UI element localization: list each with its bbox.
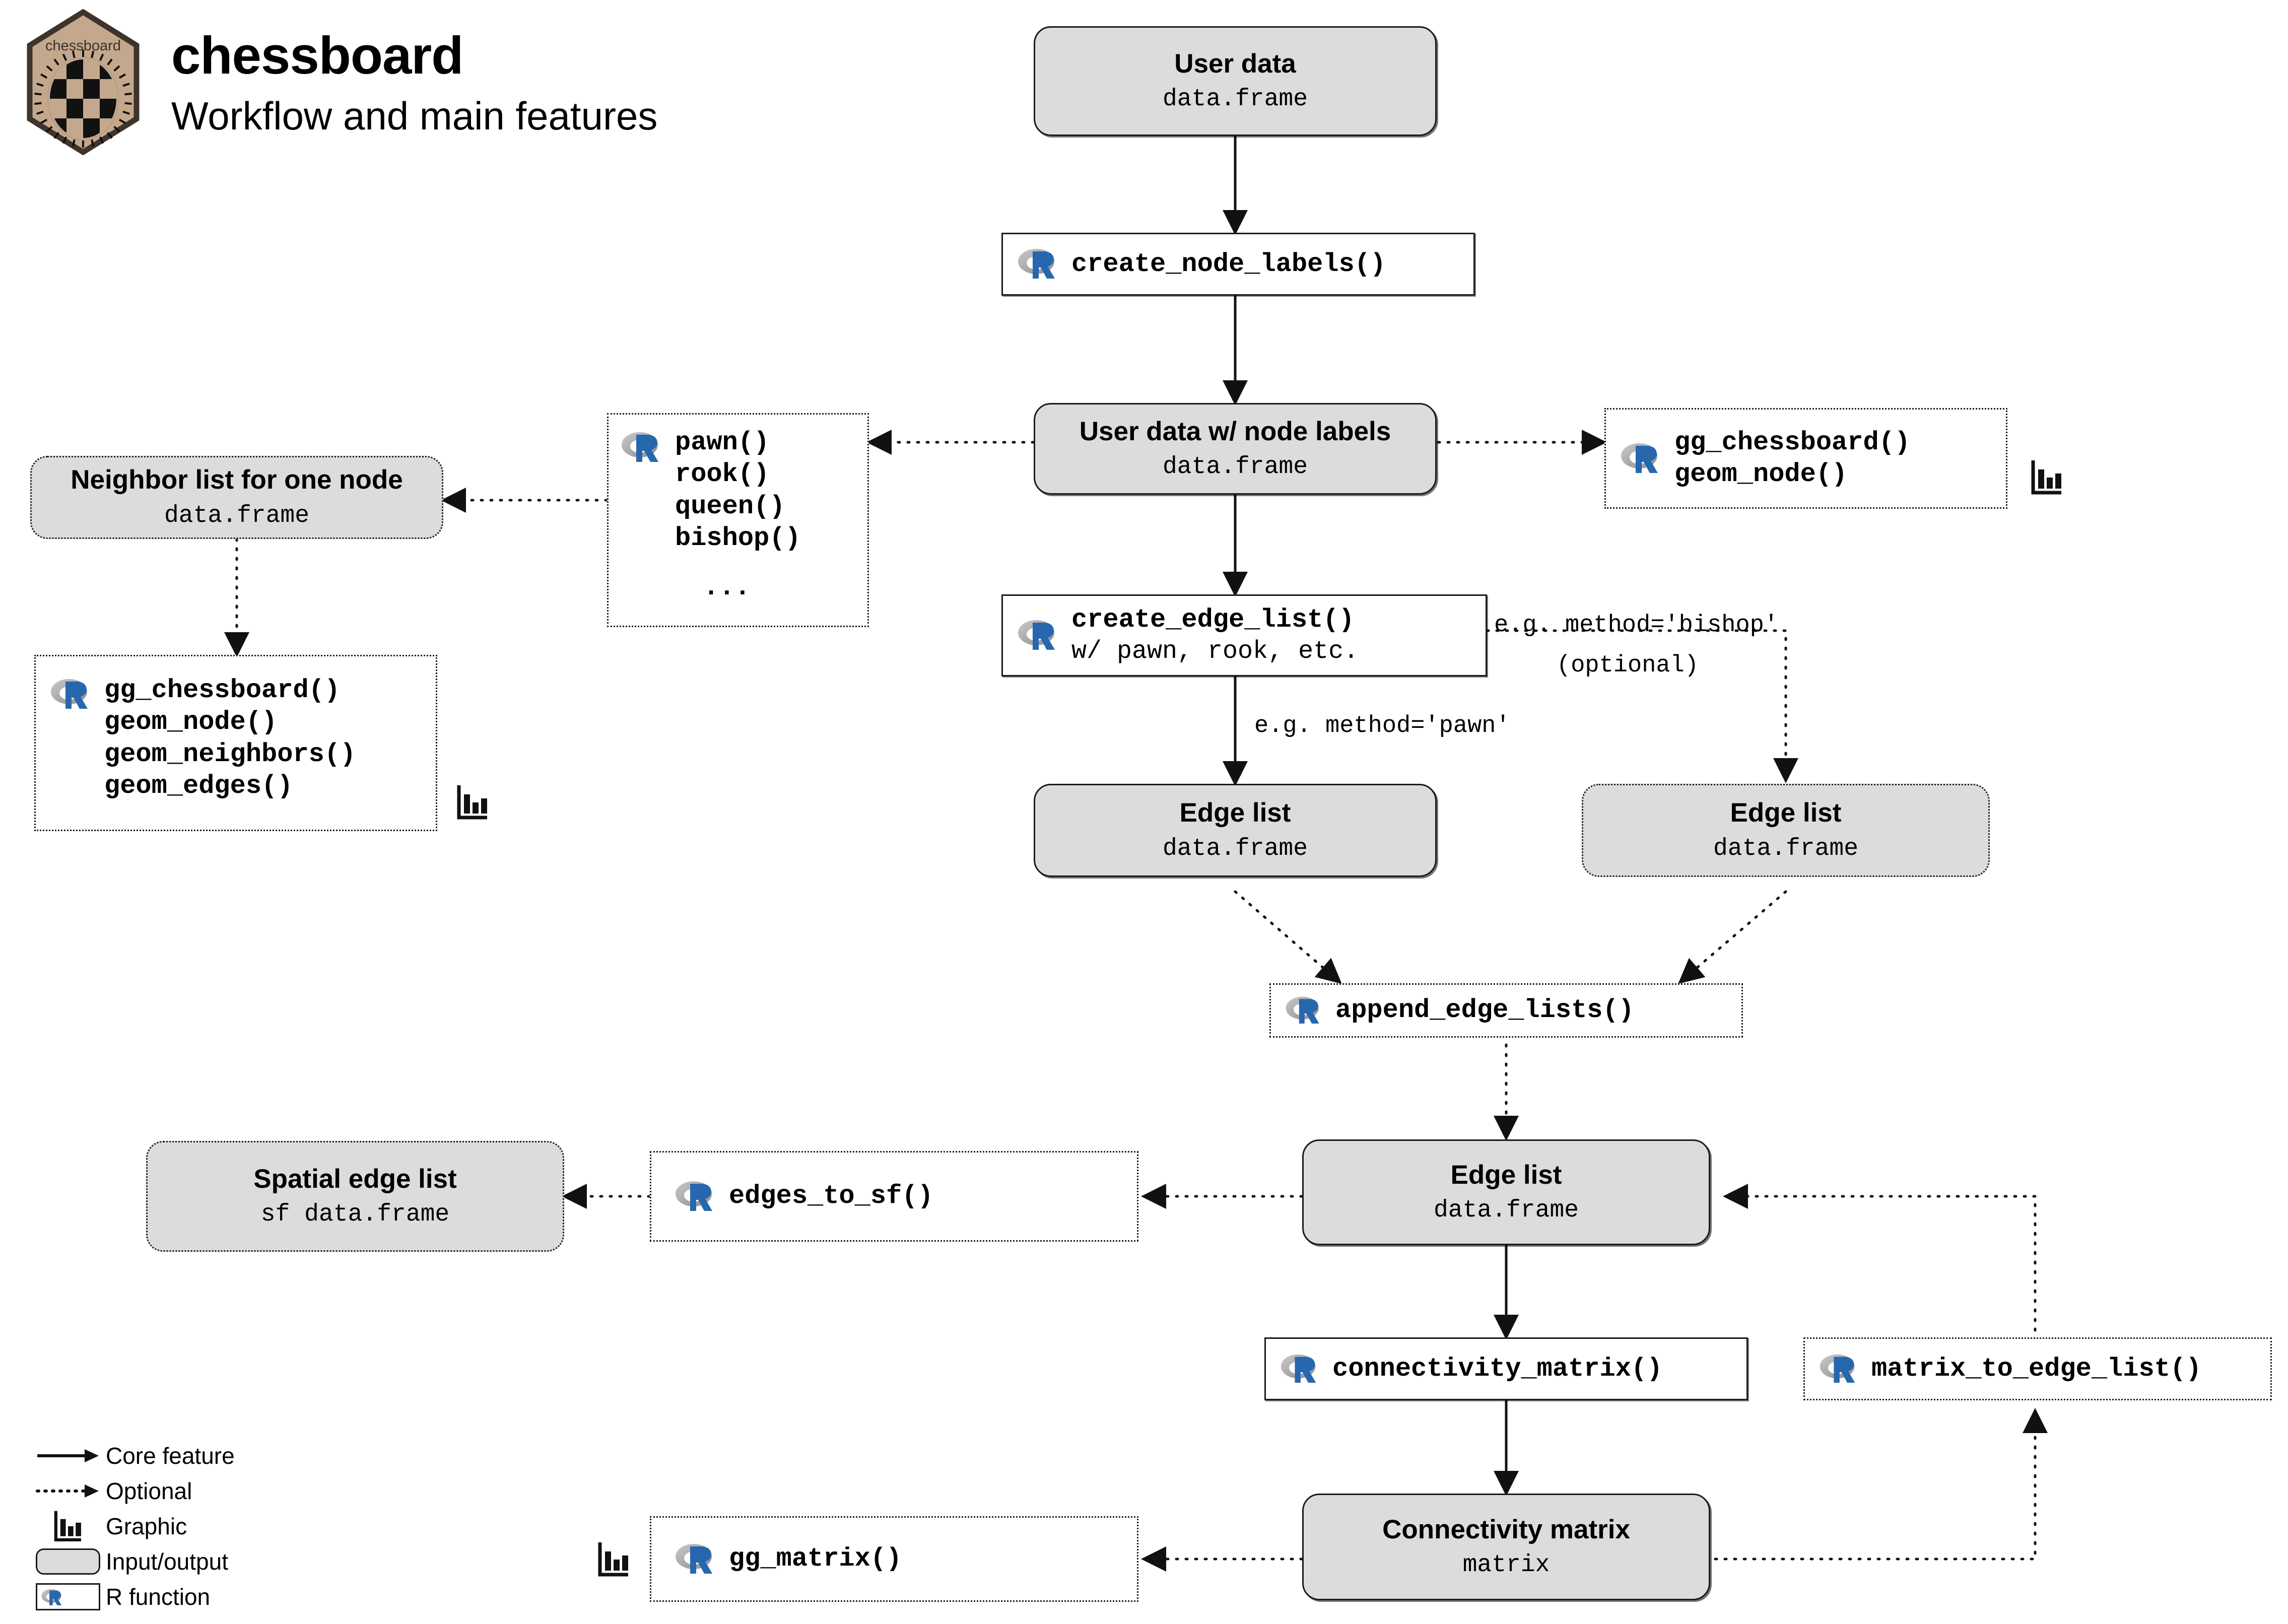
r-logo-icon bbox=[620, 430, 662, 465]
node-title: Connectivity matrix bbox=[1382, 1514, 1630, 1544]
r-function-swatch-icon bbox=[30, 1583, 106, 1610]
fn-create-edge-list[interactable]: create_edge_list() w/ pawn, rook, etc. bbox=[1001, 594, 1487, 676]
r-logo-icon bbox=[1619, 441, 1661, 477]
node-type: data.frame bbox=[164, 502, 310, 529]
page-subtitle: Workflow and main features bbox=[171, 94, 658, 138]
fn-label: append_edge_lists() bbox=[1335, 995, 1634, 1026]
legend-item-graphic: Graphic bbox=[30, 1509, 343, 1544]
node-type: data.frame bbox=[1162, 835, 1308, 862]
wire-matrix-to-matrixtoedgelist bbox=[1714, 1408, 2048, 1561]
node-spatial-edge-list: Spatial edge list sf data.frame bbox=[146, 1141, 564, 1252]
fn-edges-to-sf[interactable]: edges_to_sf() bbox=[650, 1151, 1138, 1242]
node-title: Neighbor list for one node bbox=[71, 465, 403, 495]
wire-edgelistpawn-to-append bbox=[1234, 890, 1342, 984]
fn-label-ellipsis: ... bbox=[703, 572, 751, 602]
legend-item-r-function: R function bbox=[30, 1579, 343, 1614]
fn-label: create_node_labels() bbox=[1071, 249, 1386, 279]
fn-label-bishop: bishop() bbox=[675, 523, 801, 554]
r-logo-icon bbox=[674, 1179, 716, 1214]
fn-append-edge-lists[interactable]: append_edge_lists() bbox=[1269, 983, 1743, 1038]
legend-item-input-output: Input/output bbox=[30, 1544, 343, 1579]
fn-label-geom-neighbors: geom_neighbors() bbox=[104, 739, 356, 769]
page-title: chessboard bbox=[171, 26, 463, 85]
node-type: data.frame bbox=[1713, 835, 1859, 862]
legend-label: Core feature bbox=[106, 1443, 235, 1469]
io-swatch-icon bbox=[30, 1548, 106, 1575]
r-logo-icon bbox=[1016, 246, 1058, 282]
wire-edgelistbishop-to-append bbox=[1678, 890, 1787, 984]
fn-label: matrix_to_edge_list() bbox=[1871, 1354, 2202, 1384]
legend-label: R function bbox=[106, 1584, 211, 1610]
node-title: Edge list bbox=[1450, 1160, 1562, 1190]
node-title: Spatial edge list bbox=[253, 1164, 457, 1194]
legend-label: Optional bbox=[106, 1478, 192, 1504]
fn-create-node-labels[interactable]: create_node_labels() bbox=[1001, 233, 1475, 296]
node-title: Edge list bbox=[1179, 798, 1291, 828]
chessboard-hex-logo-icon: chessboard bbox=[25, 9, 141, 156]
node-type: data.frame bbox=[1433, 1197, 1579, 1225]
r-logo-icon bbox=[1016, 618, 1058, 653]
dotted-arrow-icon bbox=[30, 1482, 106, 1500]
node-edge-list-bishop: Edge list data.frame bbox=[1582, 784, 1990, 877]
graphic-icon bbox=[456, 783, 489, 824]
node-title: User data w/ node labels bbox=[1079, 416, 1391, 446]
fn-label-gg-chessboard: gg_chessboard() bbox=[104, 675, 341, 705]
fn-label: gg_matrix() bbox=[729, 1544, 902, 1574]
legend-item-core-feature: Core feature bbox=[30, 1438, 343, 1473]
chart-icon bbox=[30, 1509, 106, 1543]
fn-piece-functions[interactable]: pawn() rook() queen() bishop() ... bbox=[607, 413, 869, 627]
legend: Core feature Optional Graphic bbox=[30, 1438, 343, 1614]
legend-label: Graphic bbox=[106, 1513, 187, 1539]
legend-label: Input/output bbox=[106, 1548, 228, 1575]
fn-label-queen: queen() bbox=[675, 491, 785, 521]
node-edge-list-pawn: Edge list data.frame bbox=[1034, 784, 1437, 877]
fn-label: edges_to_sf() bbox=[729, 1181, 933, 1211]
wire-matrixtoedgelist-to-edgelist bbox=[1723, 1184, 2037, 1341]
node-title: Edge list bbox=[1730, 798, 1842, 828]
fn-label: connectivity_matrix() bbox=[1332, 1354, 1663, 1384]
fn-matrix-to-edge-list[interactable]: matrix_to_edge_list() bbox=[1803, 1337, 2272, 1400]
title-block: chessboard Workflow and main features bbox=[171, 29, 657, 136]
fn-label-pawn: pawn() bbox=[675, 428, 770, 457]
r-logo-icon bbox=[1818, 1352, 1858, 1386]
solid-arrow-icon bbox=[30, 1447, 106, 1464]
fn-label-geom-node: geom_node() bbox=[1674, 459, 1848, 489]
fn-gg-chessboard-right[interactable]: gg_chessboard() geom_node() bbox=[1604, 408, 2007, 509]
node-type: data.frame bbox=[1162, 86, 1308, 113]
node-user-data: User data data.frame bbox=[1034, 26, 1437, 136]
fn-label-geom-node: geom_node() bbox=[104, 707, 278, 737]
node-type: data.frame bbox=[1162, 453, 1308, 481]
graphic-icon bbox=[2030, 458, 2063, 499]
fn-sublabel: w/ pawn, rook, etc. bbox=[1071, 637, 1359, 666]
node-neighbor-list: Neighbor list for one node data.frame bbox=[30, 456, 443, 539]
fn-label-gg-chessboard: gg_chessboard() bbox=[1674, 427, 1911, 457]
fn-label: create_edge_list() bbox=[1071, 605, 1355, 635]
fn-gg-matrix[interactable]: gg_matrix() bbox=[650, 1516, 1138, 1602]
node-type: sf data.frame bbox=[260, 1201, 450, 1229]
node-title: User data bbox=[1174, 48, 1296, 79]
r-logo-icon bbox=[674, 1541, 716, 1577]
fn-label-geom-edges: geom_edges() bbox=[104, 771, 293, 801]
fn-connectivity-matrix[interactable]: connectivity_matrix() bbox=[1264, 1337, 1748, 1400]
node-type: matrix bbox=[1462, 1551, 1550, 1579]
graphic-icon bbox=[597, 1540, 630, 1581]
node-edge-list-main: Edge list data.frame bbox=[1302, 1139, 1710, 1245]
edge-label-method-bishop: e.g. method='bishop' bbox=[1494, 612, 1779, 639]
r-logo-icon bbox=[49, 676, 91, 712]
legend-item-optional: Optional bbox=[30, 1473, 343, 1509]
edge-label-optional: (optional) bbox=[1557, 652, 1699, 679]
fn-label-rook: rook() bbox=[675, 459, 770, 490]
r-logo-icon bbox=[1279, 1352, 1319, 1386]
header: chessboard bbox=[25, 9, 882, 180]
node-connectivity-matrix: Connectivity matrix matrix bbox=[1302, 1494, 1710, 1600]
fn-gg-neighbors[interactable]: gg_chessboard() geom_node() geom_neighbo… bbox=[34, 655, 437, 831]
edge-label-method-pawn: e.g. method='pawn' bbox=[1254, 713, 1510, 739]
node-user-data-labeled: User data w/ node labels data.frame bbox=[1034, 403, 1437, 495]
r-logo-icon bbox=[1284, 994, 1322, 1027]
